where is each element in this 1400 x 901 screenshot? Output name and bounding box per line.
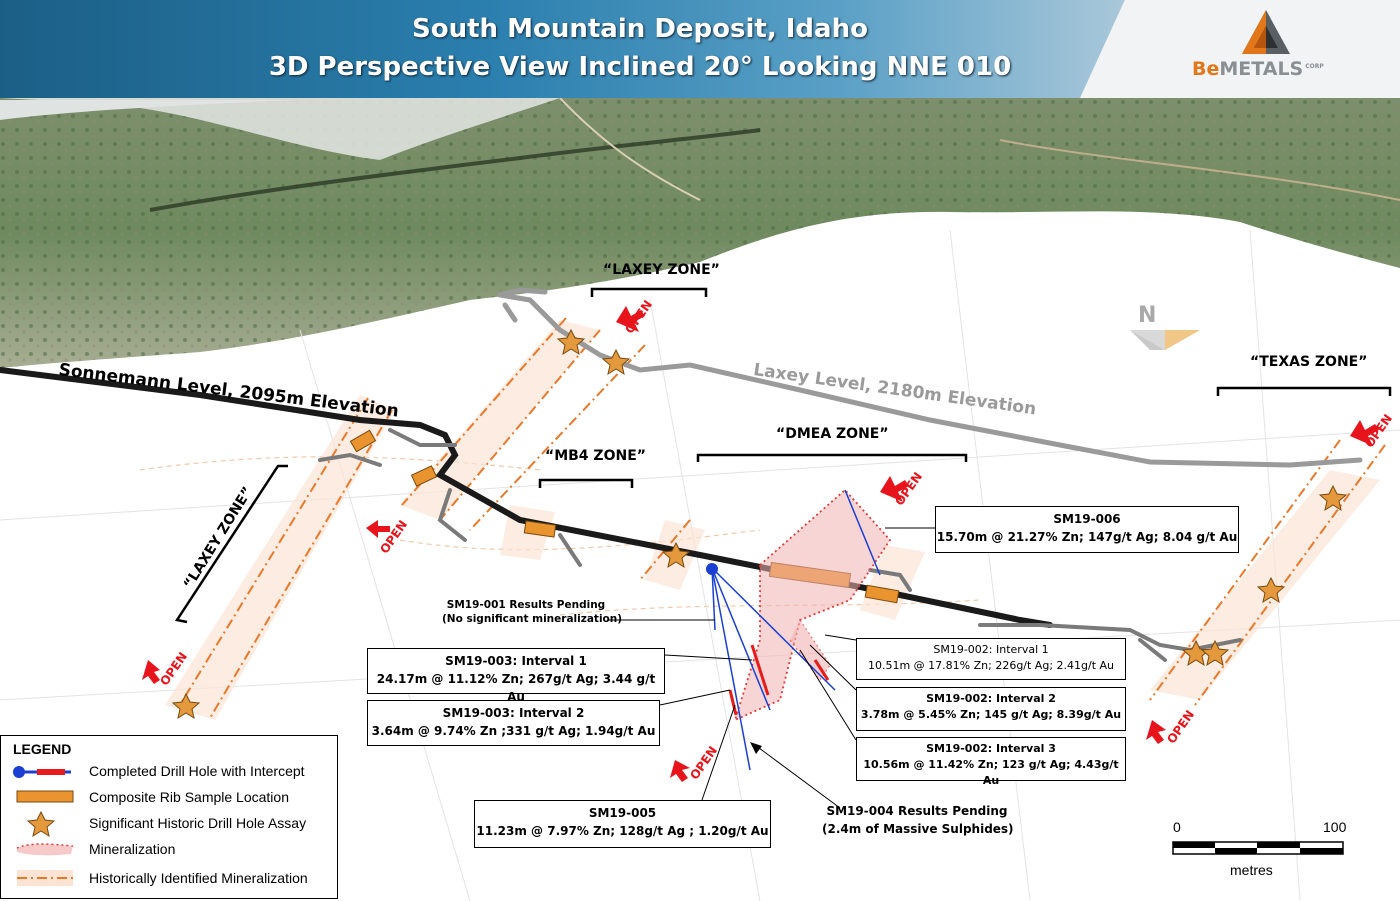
callout-sm19-006: SM19-006 15.70m @ 21.27% Zn; 147g/t Ag; … — [935, 506, 1239, 553]
legend-item-historic-assay: Significant Historic Drill Hole Assay — [89, 815, 307, 831]
callout-sm19-002-interval-2: SM19-002: Interval 2 3.78m @ 5.45% Zn; 1… — [856, 687, 1126, 731]
callout-text: 10.51m @ 17.81% Zn; 226g/t Ag; 2.41g/t A… — [867, 659, 1115, 672]
legend-item-mineralization: Mineralization — [89, 841, 176, 857]
north-arrow-icon — [1130, 330, 1200, 350]
callout-title: SM19-006 — [1053, 512, 1121, 526]
callout-text: 10.56m @ 11.42% Zn; 123 g/t Ag; 4.43g/t … — [863, 758, 1119, 787]
open-arrows — [142, 306, 1379, 782]
open-arrow-6 — [1146, 720, 1166, 744]
scale-min: 0 — [1173, 819, 1181, 835]
scale-max: 100 — [1323, 819, 1347, 835]
callout-sm19-004: SM19-004 Results Pending (2.4m of Massiv… — [822, 802, 1014, 838]
callout-title: SM19-004 Results Pending — [826, 804, 1008, 818]
map-title: South Mountain Deposit, Idaho — [412, 14, 868, 44]
star-2 — [601, 348, 631, 376]
bemetals-logo-icon — [1242, 10, 1290, 54]
legend-item-historic-mineralization: Historically Identified Mineralization — [89, 870, 308, 886]
legend-item-drill-hole: Completed Drill Hole with Intercept — [89, 763, 305, 779]
callout-sm19-003-interval-2: SM19-003: Interval 2 3.64m @ 9.74% Zn ;3… — [367, 700, 660, 746]
open-arrow-7 — [670, 760, 690, 782]
texas-zone-label: “TEXAS ZONE” — [1250, 354, 1368, 370]
legend-title: LEGEND — [13, 741, 72, 757]
legend-item-rib-sample: Composite Rib Sample Location — [89, 789, 289, 805]
legend: LEGEND Completed Drill Hole with Interce… — [0, 735, 338, 899]
callout-title: SM19-002: Interval 1 — [933, 643, 1049, 656]
sonnemann-level-workings — [0, 367, 1053, 628]
mineralization-symbol-icon — [16, 843, 74, 856]
drill-collar — [706, 563, 718, 575]
logo-panel — [1080, 0, 1400, 98]
star-1 — [556, 328, 586, 356]
star-4 — [661, 541, 691, 569]
historic-zone-symbol-icon — [17, 870, 73, 886]
perspective-map — [0, 98, 1400, 901]
open-arrow-4 — [1350, 420, 1379, 446]
terrain-surface — [0, 98, 1400, 368]
callout-sm19-002-interval-1: SM19-002: Interval 1 10.51m @ 17.81% Zn;… — [856, 638, 1126, 680]
historic-mineralization-bands — [165, 317, 1386, 720]
open-arrow-3 — [880, 476, 909, 502]
callout-title: SM19-002: Interval 2 — [926, 692, 1056, 705]
historic-assay-stars — [171, 328, 1348, 720]
callout-title: SM19-003: Interval 2 — [442, 706, 585, 720]
callout-sm19-005: SM19-005 11.23m @ 7.97% Zn; 128g/t Ag ; … — [474, 800, 771, 848]
open-arrow-1 — [616, 306, 645, 332]
callout-sm19-001: SM19-001 Results Pending (No significant… — [442, 598, 623, 626]
callout-title: SM19-001 Results Pending — [446, 599, 606, 611]
rib-sample-symbol-icon — [16, 790, 74, 803]
dmea-zone-label: “DMEA ZONE” — [776, 426, 889, 442]
star-8 — [1200, 639, 1230, 667]
laxey-level-workings — [497, 287, 1363, 468]
callout-title: SM19-003: Interval 1 — [445, 654, 587, 668]
callout-sm19-003-interval-1: SM19-003: Interval 1 24.17m @ 11.12% Zn;… — [367, 648, 665, 704]
callout-title: SM19-002: Interval 3 — [926, 742, 1056, 755]
map-subtitle: 3D Perspective View Inclined 20° Looking… — [268, 52, 1012, 82]
logo-suffix: CORP — [1305, 62, 1324, 70]
scale-unit: metres — [1230, 862, 1273, 878]
callout-text: (2.4m of Massive Sulphides) — [822, 822, 1014, 836]
callout-sm19-002-interval-3: SM19-002: Interval 3 10.56m @ 11.42% Zn;… — [856, 737, 1126, 787]
star-5 — [1318, 484, 1348, 512]
north-label: N — [1138, 303, 1157, 328]
callout-text: 3.64m @ 9.74% Zn ;331 g/t Ag; 1.94g/t Au — [371, 724, 656, 738]
scale-bar — [1172, 841, 1344, 855]
logo-main: METALS — [1219, 58, 1304, 80]
callout-text: 3.78m @ 5.45% Zn; 145 g/t Ag; 8.39g/t Au — [860, 708, 1122, 721]
star-3 — [171, 692, 201, 720]
zone-brackets — [174, 287, 1392, 624]
callout-text: (No significant mineralization) — [442, 613, 623, 625]
callout-text: 11.23m @ 7.97% Zn; 128g/t Ag ; 1.20g/t A… — [476, 824, 769, 838]
callout-leaders — [608, 527, 935, 809]
mb4-zone-label: “MB4 ZONE” — [545, 448, 646, 464]
star-6 — [1256, 576, 1286, 604]
open-arrow-5 — [142, 660, 160, 684]
logo-prefix: Be — [1192, 58, 1220, 80]
drill-intercepts — [728, 644, 830, 716]
legend-symbols — [13, 766, 74, 886]
star-symbol-icon — [26, 810, 56, 838]
drill-hole-symbol-icon — [13, 766, 71, 778]
callout-title: SM19-005 — [588, 806, 657, 820]
open-arrow-2 — [366, 520, 390, 538]
arrowhead — [750, 742, 762, 754]
callout-text: 15.70m @ 21.27% Zn; 147g/t Ag; 8.04 g/t … — [936, 530, 1238, 544]
laxey-zone-label: “LAXEY ZONE” — [603, 262, 720, 278]
